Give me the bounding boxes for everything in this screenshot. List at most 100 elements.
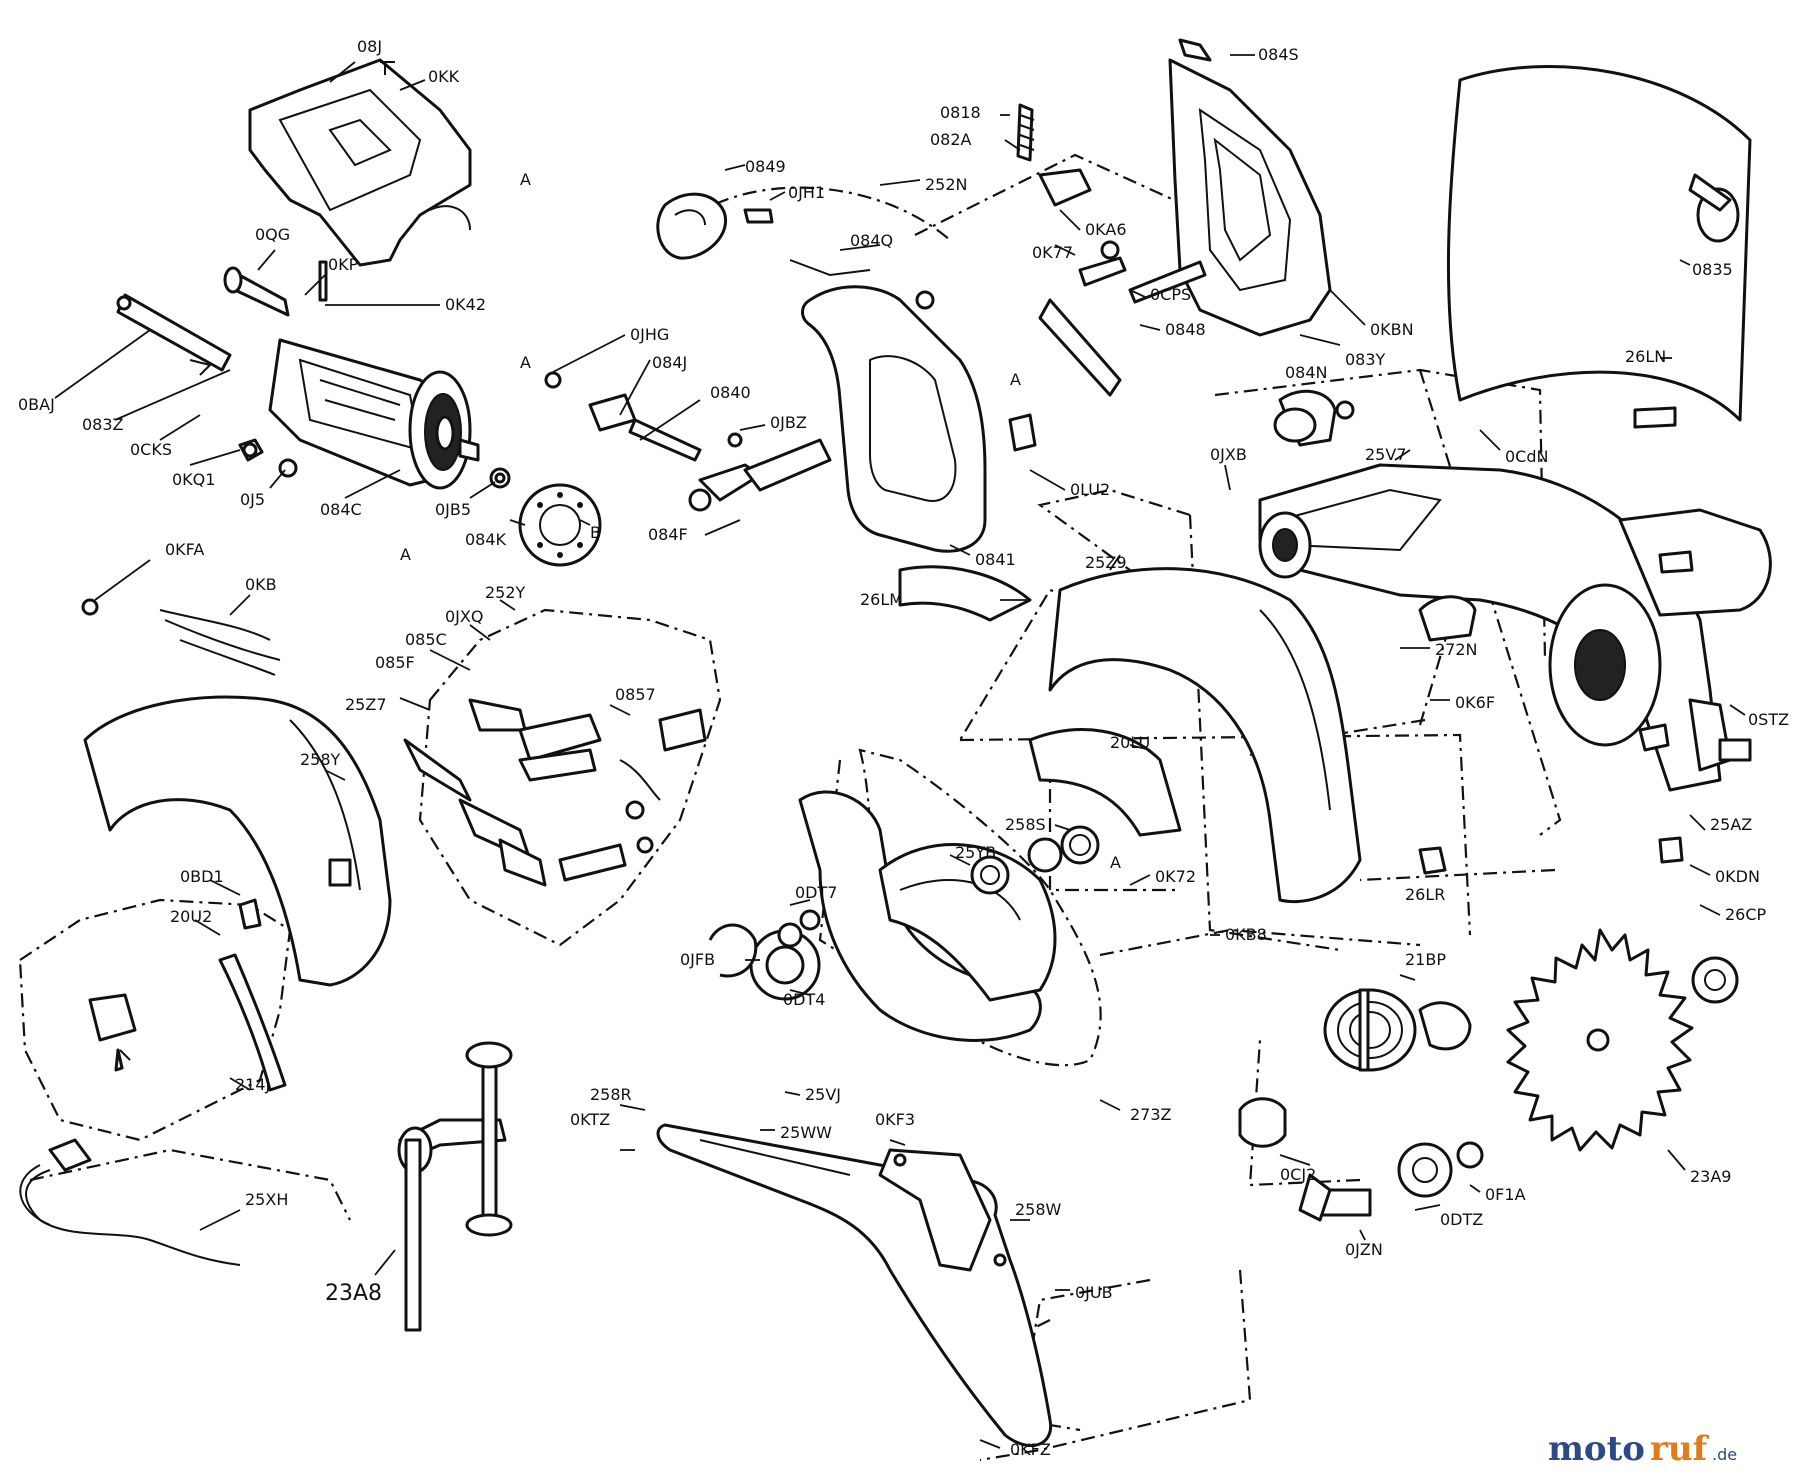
part-label: 0K77	[1032, 243, 1073, 262]
upper-blade-guard-motor	[1258, 463, 1772, 792]
part-label: 0CJ2	[1280, 1165, 1316, 1184]
part-label: A	[1010, 370, 1021, 389]
part-label: 23A9	[1690, 1167, 1731, 1186]
part-label: 0K42	[445, 295, 486, 314]
part-label: 085F	[375, 653, 415, 672]
part-label: 26CP	[1725, 905, 1767, 924]
part-label: 25Z9	[1085, 553, 1127, 572]
part-label: A	[1110, 853, 1121, 872]
part-label: 0LU2	[1070, 480, 1110, 499]
part-label: 0BD1	[180, 867, 224, 886]
part-label: 0KB	[245, 575, 277, 594]
part-label: 258S	[1005, 815, 1046, 834]
part-label: 252Y	[485, 583, 526, 602]
part-label: 26LR	[1405, 885, 1445, 904]
part-label: 0J5	[240, 490, 265, 509]
part-label: 25V7	[1365, 445, 1406, 464]
saw-blade	[1506, 928, 1694, 1152]
part-label: 0CKS	[130, 440, 172, 459]
part-label: 0848	[1165, 320, 1206, 339]
part-label: 0KDN	[1715, 867, 1760, 886]
part-label: B	[590, 523, 601, 542]
part-label: 26LN	[1625, 347, 1666, 366]
part-label: 25AZ	[1710, 815, 1752, 834]
part-label: 084K	[465, 530, 507, 549]
part-label: A	[400, 545, 411, 564]
left-blade-guard	[83, 695, 392, 1092]
part-label: 0KTZ	[570, 1110, 610, 1129]
part-label: 0DT7	[795, 883, 837, 902]
arm-bracket	[656, 1123, 1053, 1448]
top-left-handle-cover	[248, 58, 472, 267]
cord-parts	[19, 598, 281, 1266]
clamp	[397, 1041, 513, 1332]
part-label: 0JH1	[788, 183, 825, 202]
part-label: 0849	[745, 157, 786, 176]
part-label: 0KBN	[1370, 320, 1414, 339]
part-label: 084C	[320, 500, 362, 519]
part-label: 20LU	[1110, 733, 1150, 752]
part-label: 20U2	[170, 907, 212, 926]
part-labels: 08J 0KK 0QG 0KP 0K42 0BAJ 083Z 0CKS 0KQ1…	[18, 37, 1789, 1459]
part-label: 0KFA	[165, 540, 204, 559]
part-label: 084J	[652, 353, 687, 372]
watermark-suffix: .de	[1712, 1445, 1737, 1464]
part-label: 26LM	[860, 590, 903, 609]
part-label: 258W	[1015, 1200, 1062, 1219]
part-label: 085C	[405, 630, 447, 649]
part-label: 252N	[925, 175, 968, 194]
leader-lines	[54, 54, 1746, 1449]
part-label: 0STZ	[1748, 710, 1789, 729]
motor-end-cap	[518, 483, 602, 567]
part-label: 0JZN	[1345, 1240, 1383, 1259]
part-label: 273Z	[1130, 1105, 1172, 1124]
left-small-parts	[116, 61, 511, 489]
part-label: A	[520, 170, 531, 189]
part-label: 214J	[235, 1075, 270, 1094]
part-label: 08J	[357, 37, 382, 56]
watermark-logo: moto ruf .de	[1548, 1429, 1737, 1469]
middle-blade-guard	[1028, 567, 1447, 904]
part-label: 0JBZ	[770, 413, 807, 432]
part-label: 0841	[975, 550, 1016, 569]
part-label: 0CdN	[1505, 447, 1548, 466]
part-label: 272N	[1435, 640, 1478, 659]
part-label: 0KFZ	[1010, 1440, 1051, 1459]
part-label: 0857	[615, 685, 656, 704]
part-label: 0CPS	[1150, 285, 1191, 304]
part-label: 083Z	[82, 415, 124, 434]
part-label: 0JUB	[1075, 1283, 1113, 1302]
part-label: 0JHG	[630, 325, 669, 344]
part-label: 0818	[940, 103, 981, 122]
part-label: 25WW	[780, 1123, 832, 1142]
part-label: 083Y	[1345, 350, 1386, 369]
part-label: 21BP	[1405, 950, 1446, 969]
part-label: 0KA6	[1085, 220, 1127, 239]
part-label: 0KP	[328, 255, 359, 274]
part-label: 0KQ1	[172, 470, 215, 489]
part-label: 0KB8	[1225, 925, 1267, 944]
part-label: 084S	[1258, 45, 1299, 64]
part-label: 23A8	[325, 1281, 382, 1306]
part-label: 0JB5	[435, 500, 471, 519]
part-label: 0KK	[428, 67, 460, 86]
misc-small-parts	[898, 406, 1752, 864]
lower-guard-parts	[708, 790, 1100, 1042]
part-label: 084Q	[850, 231, 893, 250]
part-label: 0835	[1692, 260, 1733, 279]
spring-spindle-parts	[1238, 956, 1739, 1222]
part-label: 0JFB	[680, 950, 715, 969]
part-label: 0K6F	[1455, 693, 1495, 712]
part-label: 0JXQ	[445, 607, 483, 626]
part-label: 25XH	[245, 1190, 288, 1209]
part-label: 0DTZ	[1440, 1210, 1483, 1229]
switch-assembly	[403, 698, 707, 887]
part-label: 0F1A	[1485, 1185, 1526, 1204]
motor-housing	[268, 338, 480, 490]
part-label: 084F	[648, 525, 688, 544]
center-top-parts	[544, 192, 871, 512]
part-label: 0KF3	[875, 1110, 915, 1129]
main-handle	[801, 285, 1037, 553]
part-label: 25YB	[955, 843, 996, 862]
part-label: 0DT4	[783, 990, 825, 1009]
